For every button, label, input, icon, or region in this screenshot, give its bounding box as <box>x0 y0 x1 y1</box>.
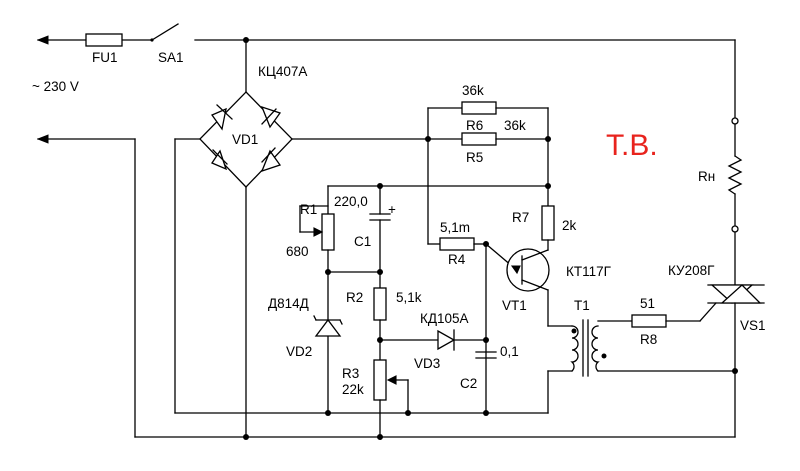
r3-label: R3 <box>342 366 359 381</box>
upper-supply-rail <box>327 185 549 215</box>
rn-label: Rн <box>698 169 715 184</box>
c2-label: C2 <box>460 376 477 391</box>
junction-dot <box>483 337 489 343</box>
r5-label: R5 <box>466 150 483 165</box>
zener-type-label: Д814Д <box>268 296 309 311</box>
sa1-label: SA1 <box>158 50 184 65</box>
mains-voltage-label: ~ 230 V <box>32 79 79 94</box>
junction-dot <box>545 136 551 142</box>
r1-label: R1 <box>300 202 317 217</box>
diode-bridge-vd1 <box>174 39 429 438</box>
r8-label: R8 <box>640 332 657 347</box>
vt1-label: VT1 <box>502 298 527 313</box>
r1-value: 680 <box>286 244 309 259</box>
junction-dot <box>377 269 383 275</box>
r3-value: 22k <box>342 382 364 397</box>
vd1-label: VD1 <box>232 132 258 147</box>
resistors-r6-r5 <box>427 101 549 245</box>
junction-dot <box>425 136 431 142</box>
vs1-label: VS1 <box>740 318 766 333</box>
triac-vs1 <box>699 284 765 438</box>
junction-dot <box>545 183 551 189</box>
switch-sa1 <box>150 23 179 42</box>
r6-value: 36k <box>462 83 484 98</box>
c1-plus-sign: + <box>388 202 396 217</box>
r2-label: R2 <box>346 290 363 305</box>
fuse-fu1 <box>85 33 123 47</box>
zener-vd2 <box>313 315 343 337</box>
capacitor-c2 <box>475 351 497 359</box>
r5-value: 36k <box>504 118 526 133</box>
r2-value: 5,1k <box>396 290 422 305</box>
vd3-type-label: КД105А <box>420 311 469 326</box>
load-resistor-rn <box>727 117 743 286</box>
c1-label: C1 <box>354 234 371 249</box>
resistor-r8 <box>631 314 701 328</box>
junction-dot <box>483 241 489 247</box>
junction-dot <box>483 410 489 416</box>
diode-vd3 <box>437 329 487 351</box>
r7-value: 2k <box>562 218 577 233</box>
junction-dot <box>377 337 383 343</box>
vt1-type-label: КТ117Г <box>566 264 612 279</box>
junction-dot <box>243 434 249 440</box>
pulse-transformer-t1 <box>547 319 736 377</box>
junction-dot <box>243 37 249 43</box>
capacitor-c1 <box>369 185 391 291</box>
vs1-type-label: КУ208Г <box>668 263 715 278</box>
t1-label: T1 <box>574 298 590 313</box>
resistor-r4 <box>427 237 513 414</box>
c1-value: 220,0 <box>334 194 368 209</box>
author-initials: Т.В. <box>606 129 658 162</box>
r4-value: 5,1m <box>440 220 470 235</box>
c2-value: 0,1 <box>500 344 519 359</box>
resistor-r7 <box>541 205 555 251</box>
fu1-label: FU1 <box>92 50 118 65</box>
vd3-label: VD3 <box>414 356 440 371</box>
r8-value: 51 <box>640 296 655 311</box>
bridge-type-label: КЦ407А <box>258 64 307 79</box>
r4-label: R4 <box>448 252 466 267</box>
vd2-label: VD2 <box>286 344 312 359</box>
r7-label: R7 <box>512 210 529 225</box>
mains-input-wiring <box>36 35 736 438</box>
transistor-vt1 <box>506 248 550 327</box>
junction-dot <box>377 434 383 440</box>
r6-label: R6 <box>466 118 483 133</box>
divider-r2-r3 <box>327 271 439 438</box>
